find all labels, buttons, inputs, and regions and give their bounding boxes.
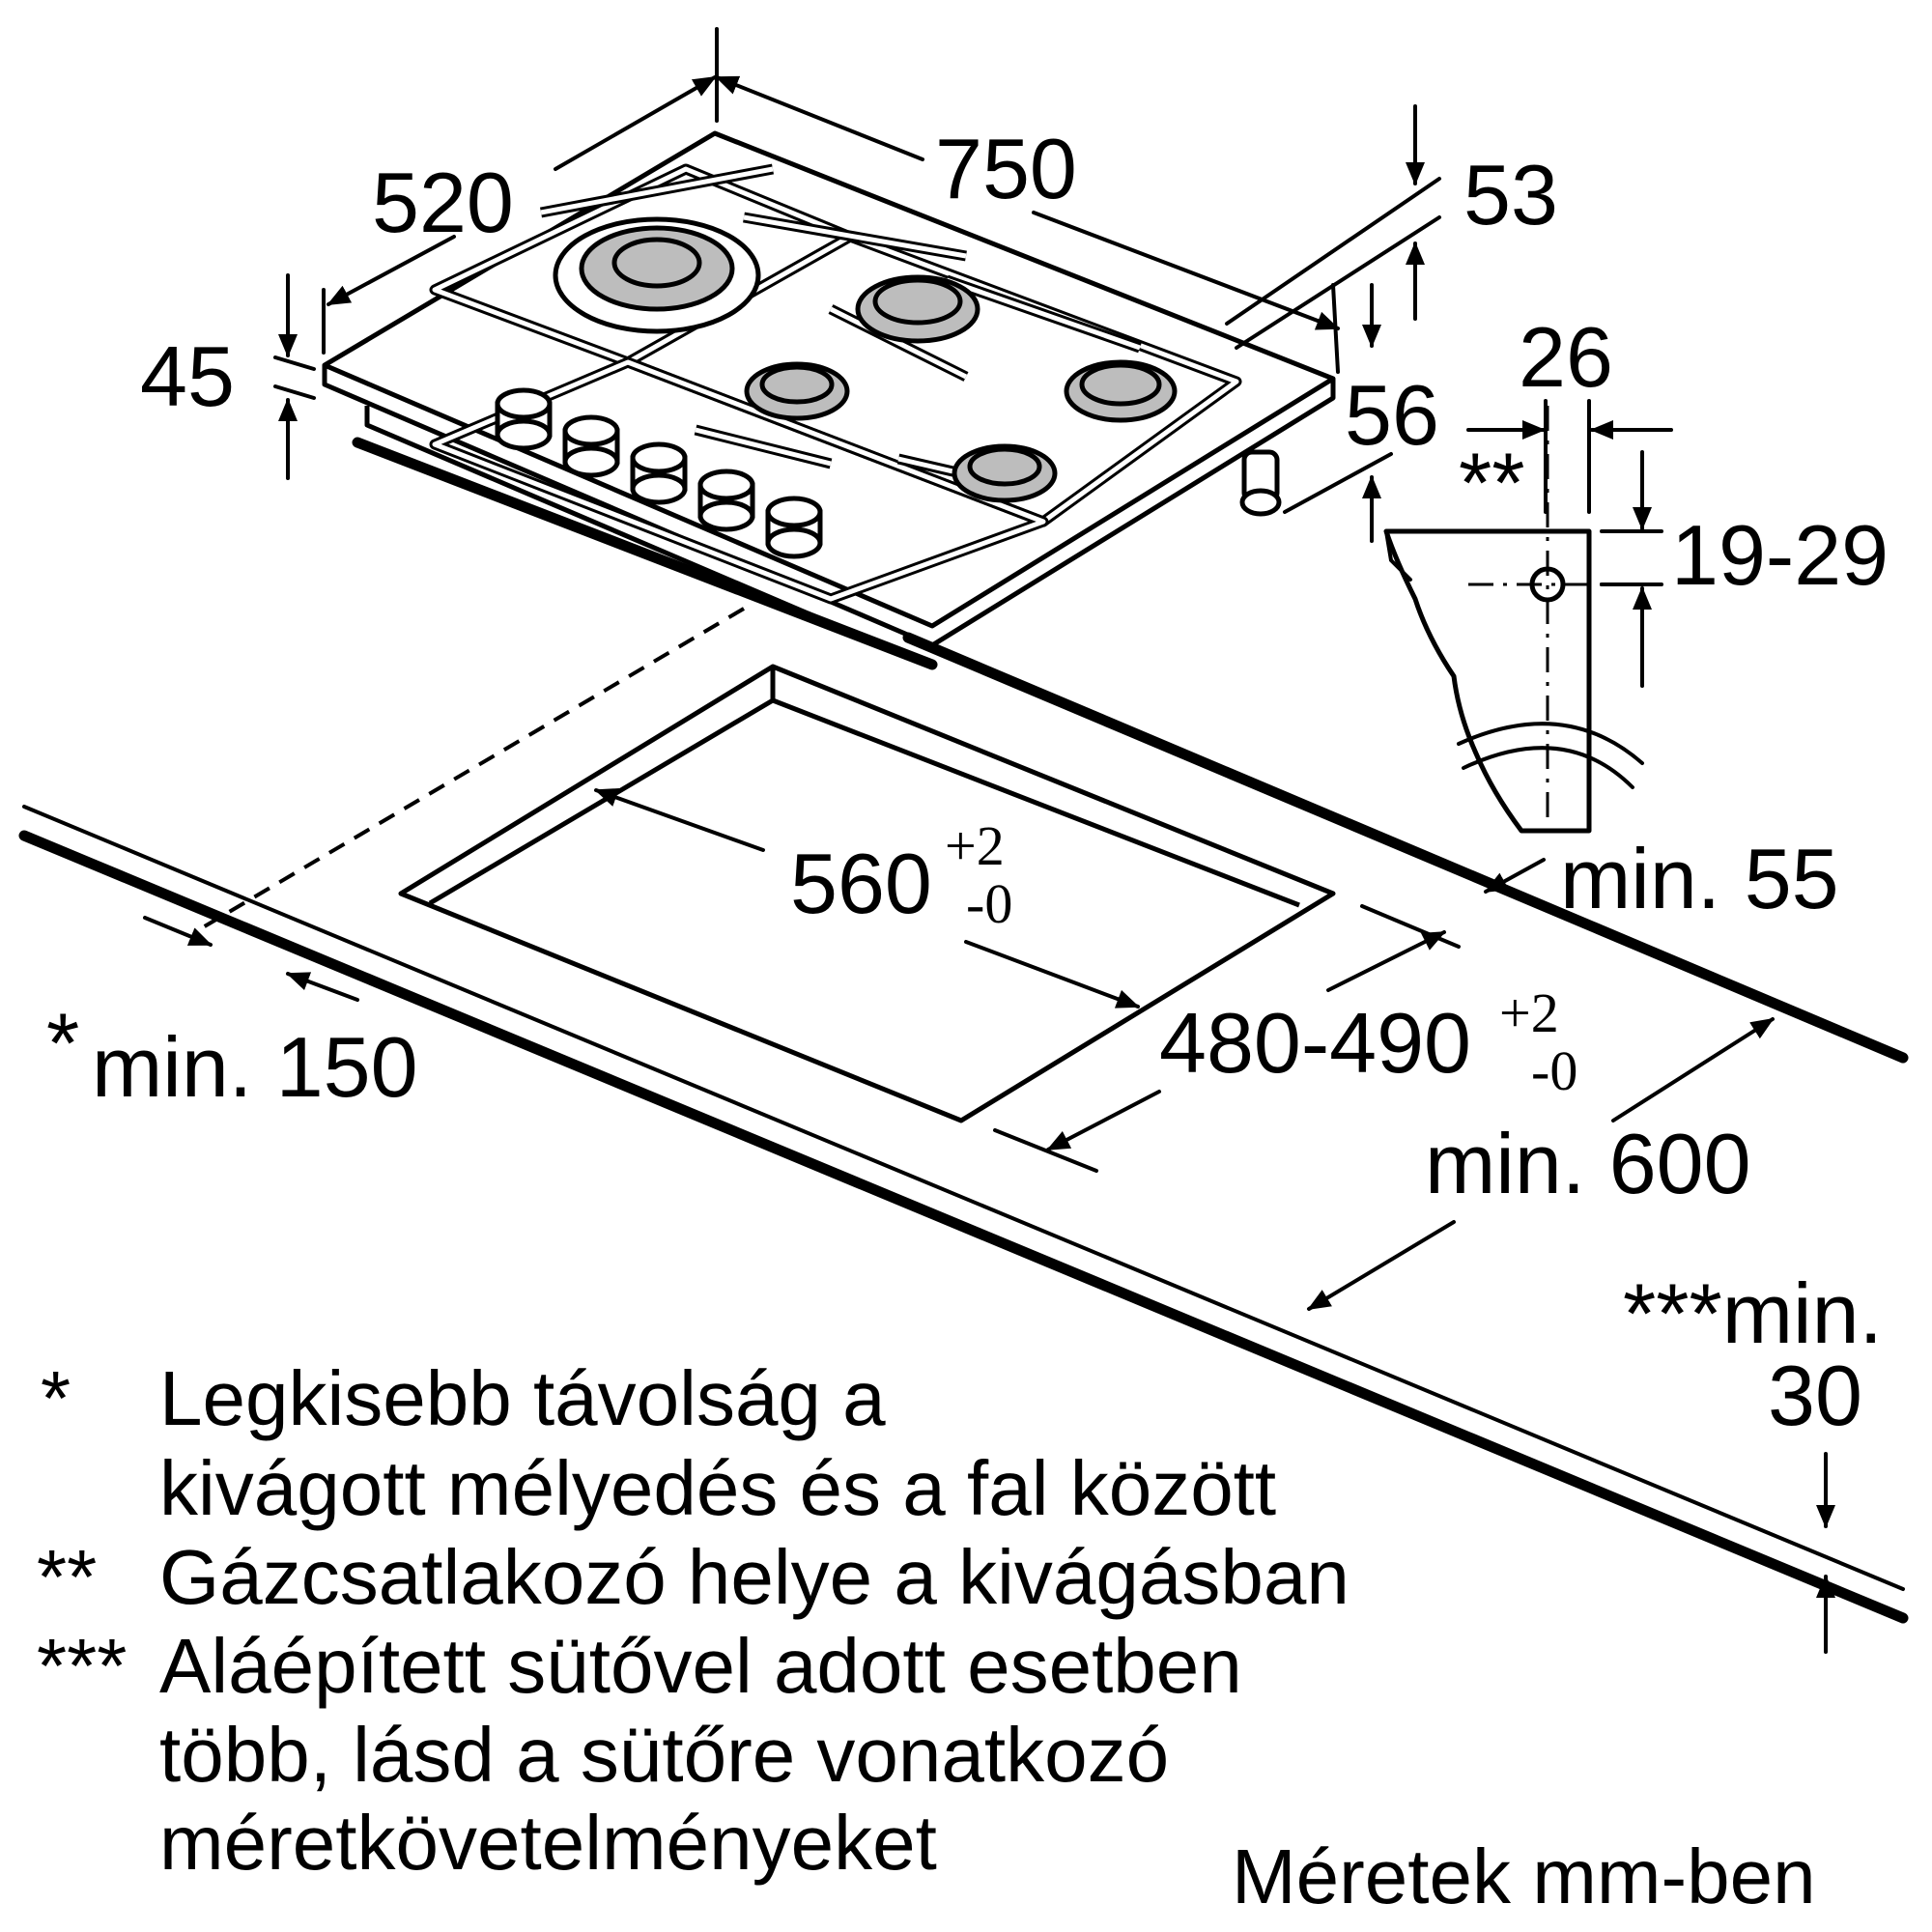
dim-56: 56 (1345, 367, 1439, 463)
dim-560: 560 (790, 836, 932, 931)
note-3-marker: *** (37, 1623, 127, 1709)
burner-rear-center (855, 274, 980, 344)
note-1-marker: * (41, 1355, 71, 1441)
dim-480-490: 480-490 (1159, 995, 1471, 1091)
note-3-line-3: méretkövetelményeket (159, 1800, 937, 1886)
dim-26: 26 (1519, 309, 1613, 405)
cutout-drawing (398, 664, 1336, 1123)
burner-front-right (952, 443, 1058, 503)
note-2-marker: ** (37, 1534, 97, 1620)
dim-min-30-label: ***min. (1623, 1265, 1883, 1361)
dim-min-30-value: 30 (1768, 1348, 1862, 1443)
burner-rear-right (1064, 359, 1178, 423)
burner-wok (553, 216, 761, 334)
dim-19-29: 19-29 (1671, 507, 1889, 603)
footnotes: * Legkisebb távolság a kivágott mélyedés… (37, 1355, 1350, 1886)
wall-marker: * (46, 995, 79, 1091)
dim-520: 520 (372, 155, 514, 250)
dim-560-tol-plus: +2 (945, 814, 1005, 877)
unit-note: Méretek mm-ben (1232, 1833, 1816, 1919)
worktop-drawing (18, 607, 1909, 1624)
burner-front-left (744, 361, 850, 421)
cooktop-drawing (322, 130, 1336, 670)
note-3-line-2: több, lásd a sütőre vonatkozó (159, 1712, 1169, 1798)
dim-480-490-tol-plus: +2 (1499, 981, 1559, 1044)
dim-53: 53 (1463, 147, 1558, 242)
dim-480-490-tol-minus: -0 (1531, 1039, 1577, 1102)
dim-min-55: min. 55 (1560, 831, 1839, 926)
note-1-line-1: Legkisebb távolság a (159, 1355, 886, 1441)
note-1-line-2: kivágott mélyedés és a fal között (159, 1445, 1276, 1531)
control-knobs (495, 387, 823, 559)
dim-min-600: min. 600 (1425, 1116, 1751, 1211)
note-2-line-1: Gázcsatlakozó helye a kivágásban (159, 1534, 1350, 1620)
dimension-lines (143, 27, 1835, 1654)
note-3-line-1: Aláépített sütővel adott esetben (159, 1623, 1242, 1709)
dim-750: 750 (935, 121, 1077, 216)
dim-560-tol-minus: -0 (966, 872, 1012, 935)
dim-45: 45 (140, 328, 235, 424)
gas-marker: ** (1459, 435, 1525, 530)
dim-min-150: min. 150 (92, 1019, 418, 1115)
